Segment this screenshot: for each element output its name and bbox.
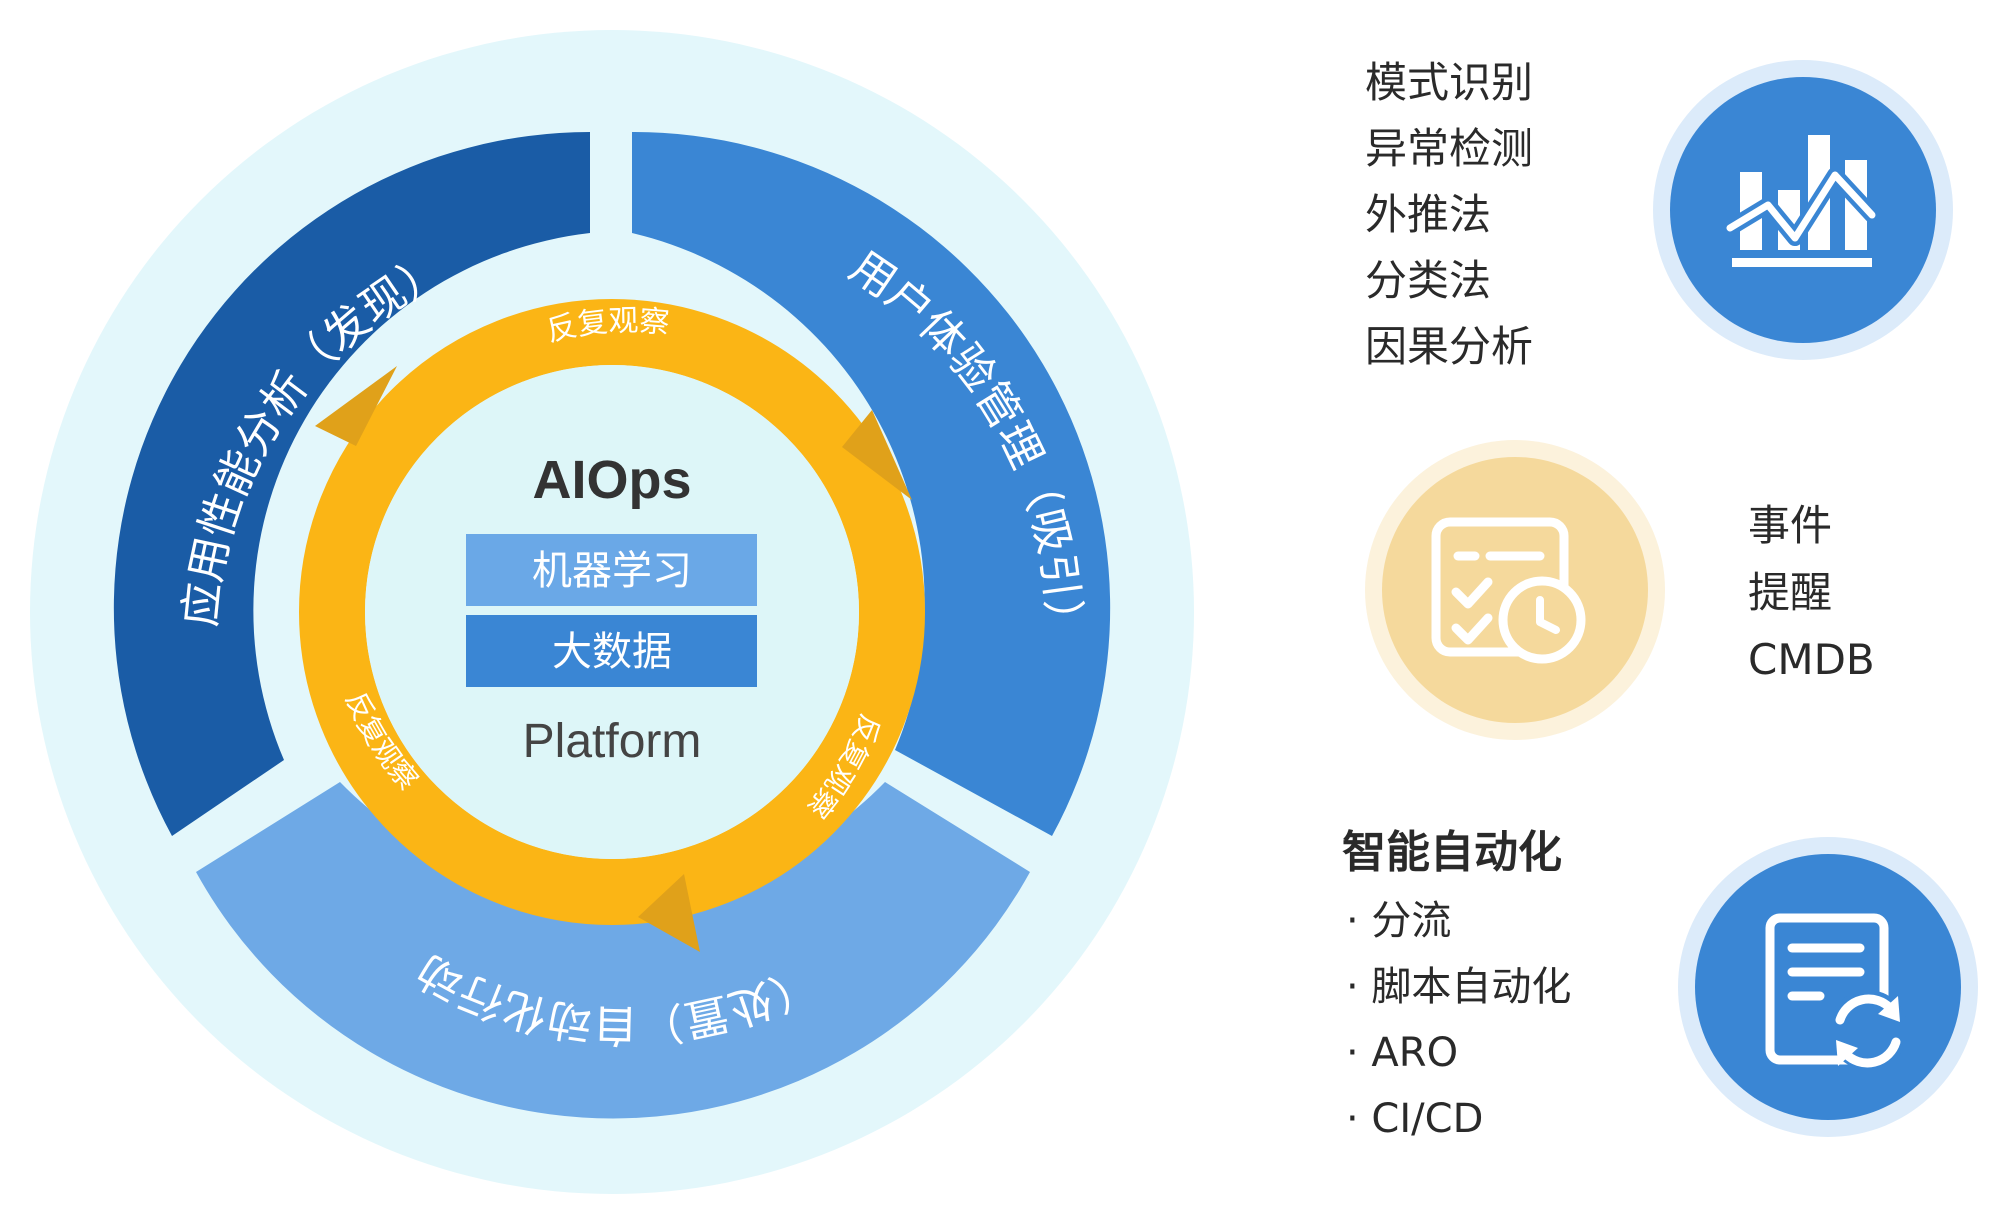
automation-heading: 智能自动化 — [1342, 827, 1562, 878]
list-item: · ARO — [1346, 1030, 1459, 1076]
inner-circle — [365, 365, 859, 859]
events-list: 事件 提醒 CMDB — [1748, 492, 1875, 693]
list-item: 因果分析 — [1365, 322, 1534, 371]
list-item: 事件 — [1748, 501, 1833, 550]
layer-big-data-label: 大数据 — [552, 629, 672, 675]
document-refresh-icon — [1678, 837, 1978, 1137]
list-item: · 脚本自动化 — [1346, 964, 1572, 1010]
analytics-methods-list: 模式识别 异常检测 外推法 分类法 因果分析 — [1365, 50, 1533, 380]
layer-machine-learning-label: 机器学习 — [532, 548, 692, 594]
layer-big-data — [466, 615, 757, 687]
list-item: CMDB — [1748, 635, 1875, 684]
segment-app-performance — [113, 131, 590, 836]
list-item: 异常检测 — [1365, 124, 1534, 173]
layer-machine-learning — [466, 534, 757, 606]
bar-line-chart-icon — [1653, 60, 1953, 360]
cycle-ring — [299, 299, 925, 925]
segment-user-experience — [632, 131, 1111, 836]
list-item: 外推法 — [1365, 190, 1492, 239]
platform-label: Platform — [523, 715, 702, 768]
list-item: · 分流 — [1346, 898, 1452, 944]
list-item: · CI/CD — [1346, 1096, 1484, 1142]
list-item: 分类法 — [1365, 256, 1492, 305]
segment-automation — [196, 782, 1030, 1119]
cycle-arrow-left — [315, 366, 397, 446]
cycle-arrow-bottom — [638, 874, 700, 952]
automation-list: 智能自动化 · 分流 · 脚本自动化 · ARO · CI/CD — [1342, 820, 1571, 1152]
schedule-checklist-icon — [1365, 440, 1665, 740]
list-item: 提醒 — [1748, 568, 1833, 617]
list-item: 模式识别 — [1365, 58, 1534, 107]
cycle-arrow-right — [842, 410, 912, 500]
center-title: AIOps — [532, 450, 691, 510]
